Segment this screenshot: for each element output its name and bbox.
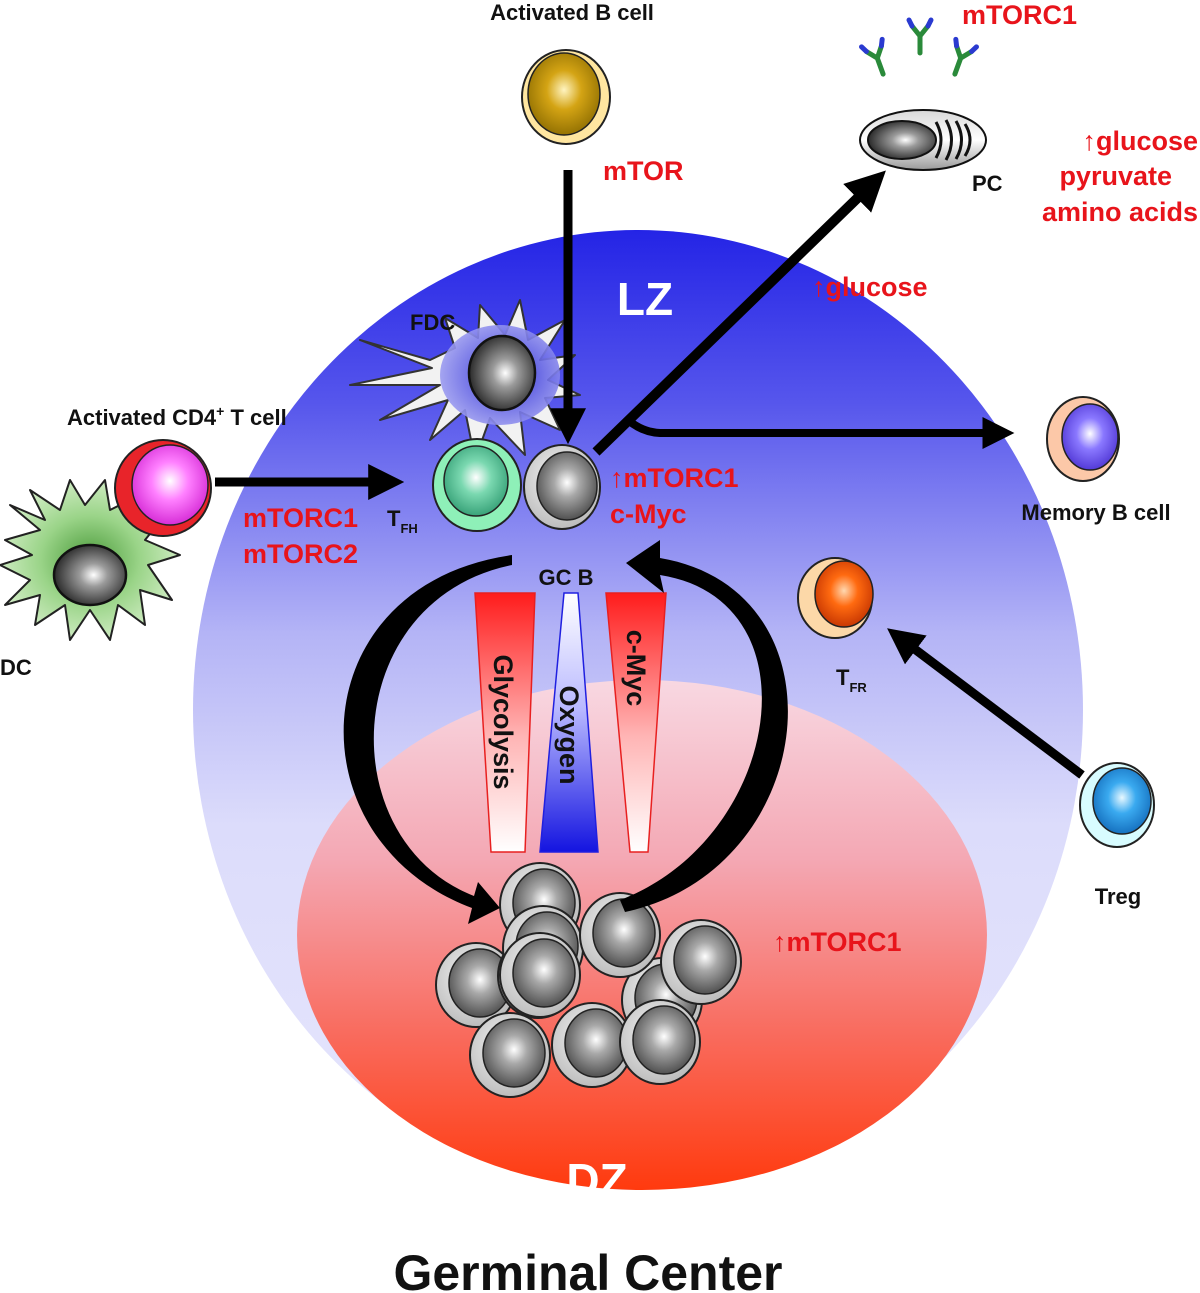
memory-b-cell bbox=[1046, 396, 1120, 482]
glycolysis-gradient bbox=[474, 592, 536, 853]
label-activated-b-cell: Activated B cell bbox=[490, 0, 654, 25]
label-gcb-mtorc1: ↑mTORC1 bbox=[610, 463, 739, 493]
label-pc-metabolite-1: ↑glucose bbox=[1082, 126, 1198, 156]
cmyc-gradient bbox=[605, 592, 667, 853]
label-mtorc2-t: mTORC2 bbox=[243, 539, 358, 569]
label-cmyc-gradient: c-Myc bbox=[621, 630, 651, 707]
antibody-icons bbox=[859, 17, 979, 77]
label-pc: PC bbox=[972, 171, 1003, 196]
cycle-arrow-dz-to-lz bbox=[620, 540, 788, 912]
label-tfh: TFH bbox=[387, 506, 418, 536]
label-dz: DZ bbox=[566, 1154, 627, 1206]
label-glucose: ↑glucose bbox=[812, 272, 928, 302]
label-pc-metabolite-2: pyruvate bbox=[1059, 161, 1172, 191]
label-treg: Treg bbox=[1095, 884, 1141, 909]
oxygen-gradient bbox=[539, 592, 599, 853]
label-dc: DC bbox=[0, 655, 32, 680]
label-mtorc1-pc: mTORC1 bbox=[962, 0, 1077, 30]
label-pc-metabolite-3: amino acids bbox=[1042, 197, 1198, 227]
label-lz: LZ bbox=[617, 273, 673, 325]
label-activated-cd4-t-cell: Activated CD4+ T cell bbox=[67, 403, 287, 430]
label-memory-b-cell: Memory B cell bbox=[1021, 500, 1170, 525]
label-fdc: FDC bbox=[410, 310, 455, 335]
tfh-cell bbox=[432, 438, 522, 532]
tfr-cell bbox=[797, 557, 874, 639]
gc-b-cell bbox=[523, 444, 601, 530]
label-gcb-cmyc: c-Myc bbox=[610, 499, 687, 529]
fdc-cell bbox=[349, 299, 581, 461]
label-glycolysis: Glycolysis bbox=[488, 654, 518, 789]
cycle-arrow-lz-to-dz bbox=[343, 555, 512, 924]
label-mtorc1-t: mTORC1 bbox=[243, 503, 358, 533]
figure-title: Germinal Center bbox=[393, 1245, 782, 1293]
plasma-cell bbox=[859, 109, 987, 171]
arrow-gcb-to-pc bbox=[592, 170, 886, 456]
label-tfr: TFR bbox=[836, 665, 867, 695]
activated-b-cell bbox=[521, 49, 611, 145]
dz-b-cell-cluster bbox=[435, 862, 742, 1098]
label-dz-mtorc1: ↑mTORC1 bbox=[773, 927, 902, 957]
arrow-treg-to-tfr bbox=[887, 628, 1085, 779]
arrows bbox=[215, 170, 1085, 779]
treg-cell bbox=[1079, 762, 1155, 848]
label-gc-b: GC B bbox=[539, 565, 594, 590]
arrow-gcb-to-memory bbox=[625, 416, 1015, 449]
activated-cd4-t-cell bbox=[114, 439, 212, 537]
label-oxygen: Oxygen bbox=[554, 685, 584, 784]
label-mtor: mTOR bbox=[603, 156, 684, 186]
